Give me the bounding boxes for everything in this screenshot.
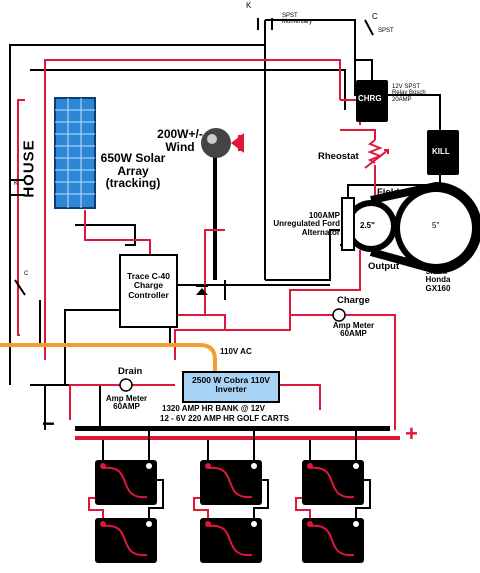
- battery: [200, 460, 262, 505]
- battery-link: [148, 479, 164, 518]
- ac-label: 110V AC: [220, 347, 252, 356]
- battery-link: [88, 497, 104, 518]
- alternator-output-label: Output: [368, 261, 400, 272]
- wire-kill-top: [354, 60, 441, 130]
- wire-pos-join: [174, 329, 225, 345]
- house-label: HOUSE: [20, 139, 38, 198]
- switch-c-desc: SPST: [378, 28, 394, 34]
- controller-label: Trace C-40 Charge Controller: [127, 271, 170, 300]
- negative-terminal-label: −: [42, 411, 55, 436]
- pulley-small-label: 2.5": [360, 221, 375, 230]
- house-k-label: K: [14, 181, 19, 187]
- charge-meter-symbol: [332, 308, 346, 322]
- battery: [95, 518, 157, 563]
- wind-label: 200W+/- Wind: [157, 127, 203, 154]
- wire-diode-pos: [205, 314, 226, 330]
- inverter-label: 2500 W Cobra 110V Inverter: [192, 375, 270, 395]
- battery: [302, 518, 364, 563]
- drain-meter-desc: Amp Meter 60AMP: [105, 394, 148, 412]
- kill-relay-label: KILL: [432, 147, 450, 156]
- switch-contacts: [10, 18, 374, 296]
- drain-meter-symbol: [119, 378, 133, 392]
- rheostat-label: Rheostat: [318, 151, 359, 162]
- switch-c-label: C: [372, 12, 378, 21]
- battery: [200, 518, 262, 563]
- drain-meter-title: Drain: [118, 366, 143, 377]
- wire-inverter-pos: [280, 384, 321, 410]
- rheostat-symbol: [364, 139, 389, 169]
- wire-drain-neg: [60, 384, 101, 430]
- alternator-desc: 100AMP Unregulated Ford Alternator: [273, 211, 340, 237]
- wire-house-ground: [9, 20, 266, 385]
- wire-solar-pos: [84, 210, 151, 255]
- engine-label: 5.5 HP Honda GX160: [425, 267, 451, 293]
- wire-charge-meter: [290, 314, 396, 430]
- charge-meter-desc: Amp Meter 60AMP: [332, 321, 375, 339]
- positive-terminal-label: +: [405, 421, 418, 446]
- field-label: Field: [377, 187, 400, 198]
- wire-house-k: [30, 69, 346, 110]
- wire-house-pos: [44, 59, 341, 360]
- battery-link: [193, 497, 209, 518]
- bank-line1: 1320 AMP HR BANK @ 12V: [162, 404, 265, 413]
- wire-c-relay: [355, 59, 373, 80]
- inverter-box: [182, 371, 280, 403]
- bus-negative: [75, 426, 390, 431]
- wire-alt-neg: [265, 229, 340, 281]
- solar-panel: [54, 97, 96, 209]
- charge-meter-title: Charge: [337, 295, 370, 306]
- battery-link: [309, 431, 357, 460]
- belt-drive: [341, 181, 480, 275]
- wire-ac: [0, 343, 217, 378]
- diode-symbol: [196, 285, 208, 295]
- solar-array-label: 650W Solar Array (tracking): [100, 151, 166, 191]
- wire-drain-red: [69, 384, 175, 420]
- battery-link: [207, 431, 255, 460]
- wire-top-right: [265, 19, 356, 60]
- house-label-box: HOUSE: [19, 108, 39, 228]
- kill-relay: [427, 130, 459, 175]
- wind-turbine: [201, 128, 244, 158]
- pulley-large-label: 5": [432, 221, 440, 230]
- bus-positive: [75, 436, 400, 440]
- charge-controller-box: [119, 254, 178, 328]
- battery: [95, 460, 157, 505]
- battery-link: [295, 497, 311, 518]
- battery-link: [355, 479, 371, 518]
- wire-solar-neg: [75, 224, 136, 246]
- wire-wind-pos: [175, 229, 225, 316]
- chrg-relay-label: CHRG: [358, 94, 382, 103]
- battery-bank: [88, 431, 371, 563]
- battery-link: [102, 431, 150, 460]
- chrg-relay-desc: 12V SPST Relay Bosch 20AMP: [392, 84, 426, 103]
- house-c-label: C: [24, 271, 29, 277]
- wire-ctrl-neg: [30, 309, 120, 386]
- switch-k-desc: SPST Momentary: [282, 13, 313, 26]
- switch-k-label: K: [246, 1, 252, 10]
- chrg-relay: [356, 80, 388, 122]
- wire-relay-rheo: [340, 129, 376, 140]
- wire-alt-out: [225, 250, 361, 331]
- bank-line2: 12 - 6V 220 AMP HR GOLF CARTS: [160, 414, 289, 423]
- battery-link: [253, 479, 269, 518]
- wire-house-pos2: [17, 99, 25, 336]
- battery: [302, 460, 364, 505]
